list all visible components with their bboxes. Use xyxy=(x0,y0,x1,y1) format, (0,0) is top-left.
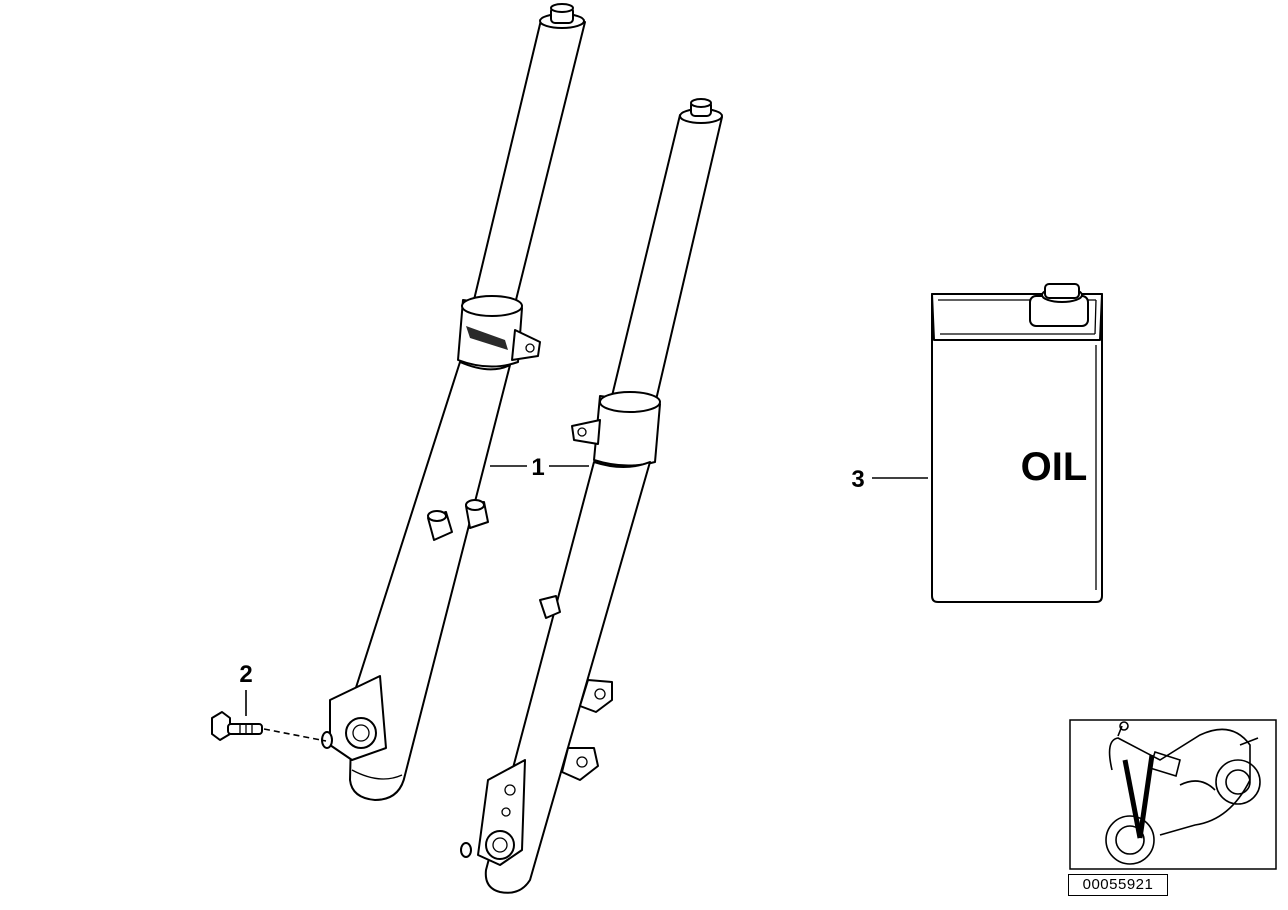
bolt xyxy=(211,711,327,742)
left-fork-leg xyxy=(321,3,586,801)
callout-fork-number: 1 xyxy=(531,454,544,481)
right-fork-leg xyxy=(460,98,723,894)
callout-oil-can-number: 3 xyxy=(851,466,864,493)
callout-oil-can: 3 xyxy=(851,466,928,493)
callout-bolt: 2 xyxy=(239,661,253,716)
oil-can: OIL xyxy=(931,283,1103,603)
motorcycle-locator-thumbnail xyxy=(1069,719,1277,870)
oil-can-label: OIL xyxy=(1021,445,1088,489)
diagram-id-label: 00055921 xyxy=(1068,874,1168,896)
callout-bolt-number: 2 xyxy=(239,661,252,688)
callout-fork: 1 xyxy=(490,454,589,481)
bushings xyxy=(427,499,489,541)
